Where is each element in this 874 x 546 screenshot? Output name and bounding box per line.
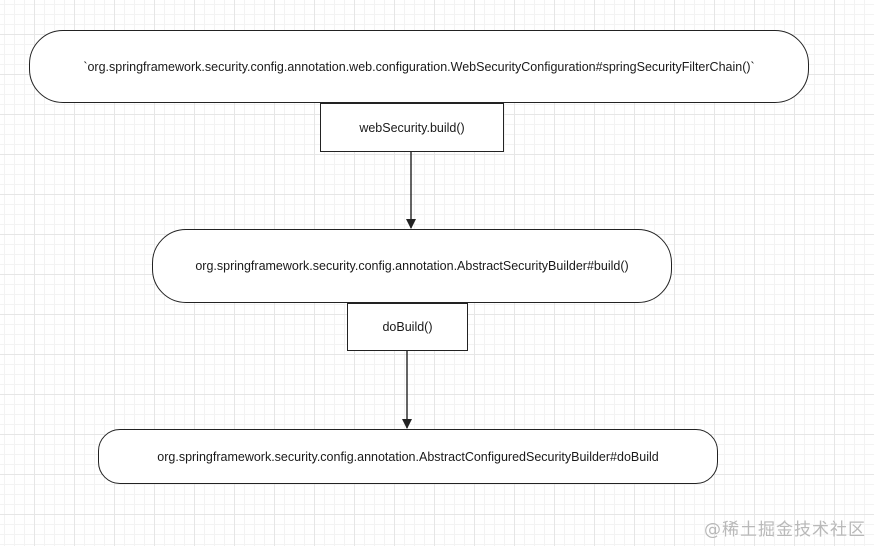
watermark: @稀土掘金技术社区: [704, 520, 866, 540]
node-websecurity-build-label: webSecurity.build(): [359, 120, 465, 135]
node-websecurity-build[interactable]: webSecurity.build(): [320, 103, 504, 152]
node-abstract-security-builder[interactable]: org.springframework.security.config.anno…: [152, 229, 672, 303]
node-abstract-configured-security-builder-label: org.springframework.security.config.anno…: [157, 449, 659, 464]
node-websecurity-configuration[interactable]: `org.springframework.security.config.ann…: [29, 30, 809, 103]
node-websecurity-configuration-label: `org.springframework.security.config.ann…: [83, 59, 755, 74]
node-abstract-security-builder-label: org.springframework.security.config.anno…: [195, 259, 629, 273]
node-abstract-configured-security-builder[interactable]: org.springframework.security.config.anno…: [98, 429, 718, 484]
node-do-build-label: doBuild(): [382, 320, 433, 334]
node-do-build[interactable]: doBuild(): [347, 303, 468, 351]
